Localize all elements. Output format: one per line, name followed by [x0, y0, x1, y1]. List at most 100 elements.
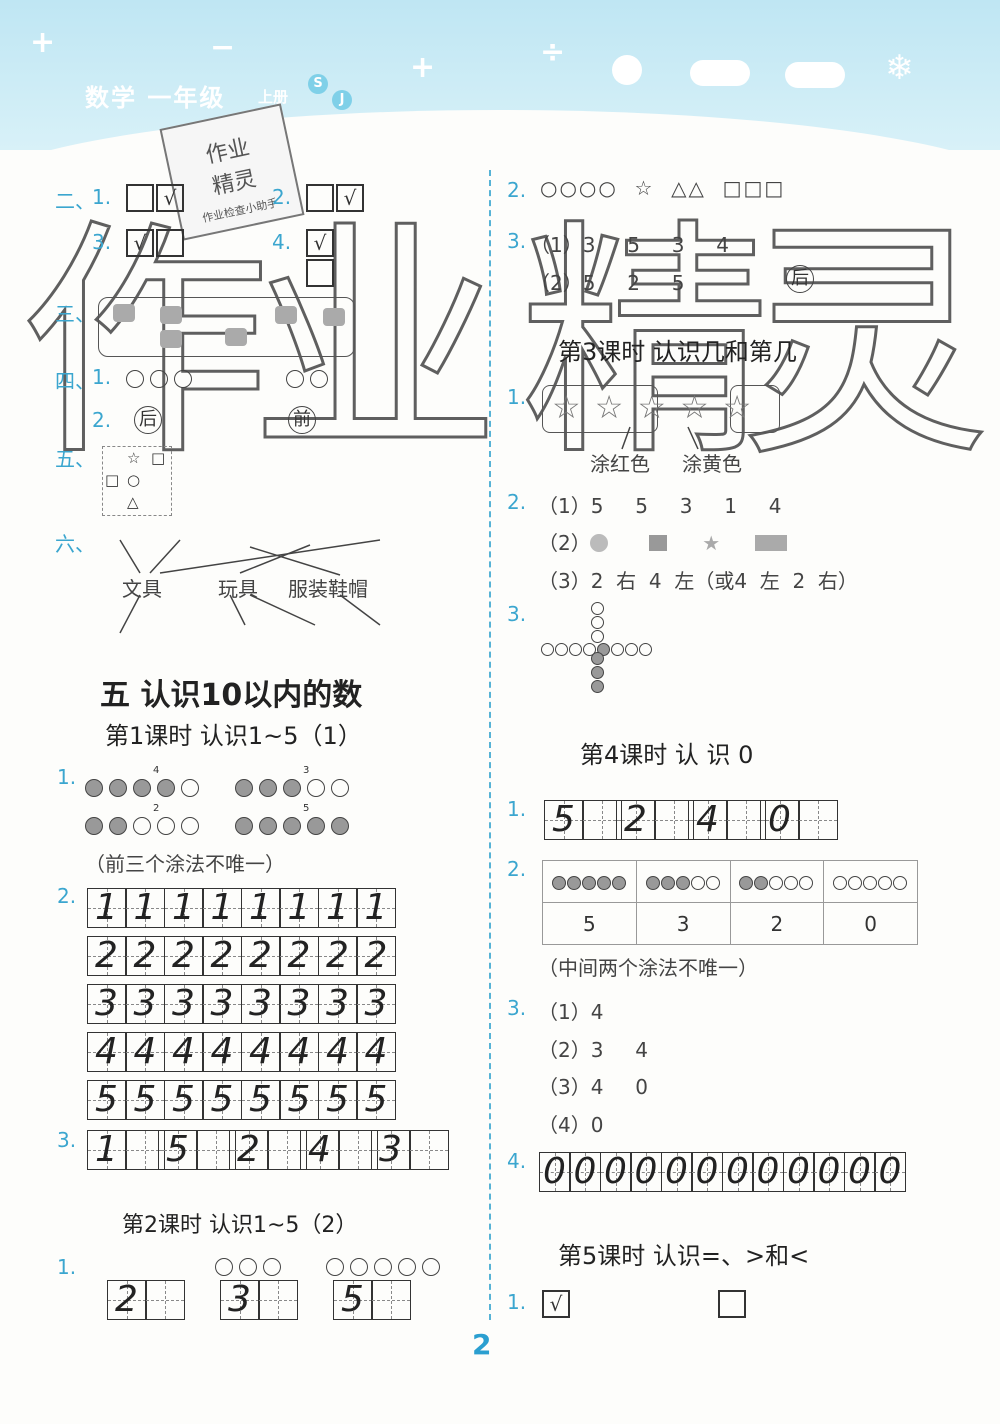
digit-pair: 1 — [86, 1130, 165, 1170]
digit-cell: 5 — [163, 1080, 204, 1120]
digit-cell: 3 — [163, 984, 204, 1024]
digit-cell: 3 — [219, 1280, 260, 1320]
question-number: 4. — [272, 230, 292, 254]
circle-row — [326, 1256, 446, 1276]
digit-cell: 3 — [202, 984, 242, 1024]
header-subtitle: 上册 — [258, 88, 289, 106]
digit-cell: 5 — [202, 1080, 242, 1120]
answer-boxes: √ — [126, 229, 186, 257]
digit-cell: 0 — [569, 1152, 601, 1192]
digit-cell: 1 — [125, 888, 165, 928]
answer-circle: 前 — [288, 406, 316, 434]
digit-cell: 0 — [813, 1152, 845, 1192]
digit-cell: 3 — [317, 984, 358, 1024]
note: （中间两个涂法不唯一） — [538, 956, 758, 980]
question-number: 1. — [92, 185, 112, 209]
digit-cell: 1 — [86, 1130, 127, 1170]
circle-row — [286, 368, 334, 388]
question-number: 1. — [507, 1290, 527, 1314]
digit-cell: 4 — [299, 1130, 340, 1170]
question-number: 1. — [57, 1255, 77, 1279]
digit-cell: 2 — [86, 936, 127, 976]
digit-pair: 5 — [543, 800, 622, 840]
digit-cell — [371, 1280, 411, 1320]
question-number: 3. — [507, 996, 527, 1020]
digit-cell — [798, 800, 838, 840]
digit-cell: 2 — [279, 936, 319, 976]
answer-boxes: √ — [126, 184, 186, 212]
lesson-title: 第4课时 认 识 0 — [580, 741, 754, 769]
lesson-title: 第5课时 认识=、>和< — [558, 1242, 810, 1270]
position-grid: ☆ □ □ ○ △ — [102, 446, 172, 516]
rain-cloud-icon — [785, 62, 845, 88]
digit-cell: 4 — [125, 1032, 165, 1072]
bead-cell — [729, 860, 825, 903]
section-label: 六、 — [55, 532, 95, 556]
digit-cell: 2 — [228, 1130, 269, 1170]
answer-box: √ — [542, 1290, 570, 1318]
question-number: 2. — [272, 185, 292, 209]
bead-cell — [823, 860, 918, 903]
star-icons: ☆☆☆☆☆ — [552, 388, 766, 426]
section-label: 三、 — [55, 302, 95, 326]
zero-table: 5 3 2 0 — [542, 860, 918, 945]
digit-cell: 0 — [721, 1152, 754, 1192]
answer-box — [718, 1290, 746, 1318]
value-cell: 3 — [635, 902, 731, 945]
digit-cell: 5 — [543, 800, 584, 840]
digit-cell: 4 — [687, 800, 728, 840]
value-cell: 2 — [729, 902, 825, 945]
digit-cell: 5 — [157, 1130, 198, 1170]
digit-cell: 2 — [615, 800, 656, 840]
question-number: 2. — [92, 408, 112, 432]
bead-cross — [541, 602, 661, 693]
cloud-icon — [690, 60, 750, 86]
answer-line: （1）5 5 3 1 4 — [538, 494, 782, 518]
digit-cell: 5 — [279, 1080, 319, 1120]
digit-pair: 3 — [370, 1130, 449, 1170]
digit-cell: 5 — [86, 1080, 127, 1120]
value-cell: 5 — [542, 902, 637, 945]
answer-line: （2）3 4 — [538, 1038, 648, 1062]
category-label: 服装鞋帽 — [288, 577, 368, 601]
divide-icon: ÷ — [540, 35, 566, 70]
digit-cell: 5 — [317, 1080, 358, 1120]
bead-cell — [635, 860, 731, 903]
answer-boxes: √ — [306, 229, 336, 287]
section-label: 五、 — [55, 447, 95, 471]
question-number: 1. — [92, 365, 112, 389]
digit-pair: 2 — [228, 1130, 307, 1170]
answer-line: （3）4 0 — [538, 1075, 648, 1099]
question-number: 1. — [57, 765, 77, 789]
question-number: 1. — [507, 385, 527, 409]
digit-cell: 0 — [782, 1152, 815, 1192]
digit-cell: 4 — [356, 1032, 396, 1072]
question-number: 2. — [507, 178, 527, 202]
digit-cell: 4 — [240, 1032, 281, 1072]
digit-cell: 5 — [125, 1080, 165, 1120]
digit-cell: 1 — [202, 888, 242, 928]
question-number: 3. — [507, 229, 527, 253]
digit-cell: 5 — [356, 1080, 396, 1120]
watermark-char: 灵 — [739, 197, 992, 491]
digit-cell: 2 — [317, 936, 358, 976]
badge-s: S — [308, 74, 328, 94]
digit-cell: 1 — [279, 888, 319, 928]
watermark-char: 精 — [519, 197, 772, 491]
digit-cell: 3 — [356, 984, 396, 1024]
plus-icon: + — [30, 25, 56, 60]
category-label: 玩具 — [218, 577, 258, 601]
answer-line: （1）3 5 3 4 — [530, 233, 729, 257]
snowflake-icon: ❄ — [885, 48, 914, 88]
lesson-title: 第3课时 认识几和第几 — [558, 338, 797, 366]
star-group-yellow — [730, 385, 780, 433]
digit-cell: 1 — [240, 888, 281, 928]
digit-cell: 0 — [630, 1152, 662, 1192]
digit-cell: 2 — [106, 1280, 147, 1320]
question-number: 4. — [507, 1149, 527, 1173]
shape-sequence: ★ — [590, 531, 788, 555]
digit-cell: 0 — [538, 1152, 571, 1192]
